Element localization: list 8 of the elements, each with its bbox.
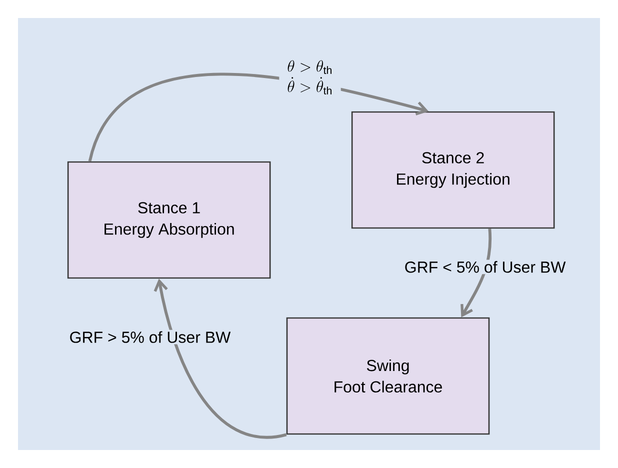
state-box: Stance 1 Energy Absorption (67, 161, 271, 279)
edge-label: GRF < 5% of User BW (403, 260, 568, 274)
state-box: Swing Foot Clearance (286, 317, 490, 435)
edge-label: GRF > 5% of User BW (68, 330, 232, 344)
state-box: Stance 2 Energy Injection (351, 111, 555, 229)
edge-label: $\begin{array}{c}\theta > \theta_{\mathrm{th}}\\ \dot{\theta} > \dot{\theta}_{\mathrm{th}}\end{array}$ (279, 57, 341, 99)
arrow (460, 228, 492, 318)
arrow (154, 278, 287, 439)
